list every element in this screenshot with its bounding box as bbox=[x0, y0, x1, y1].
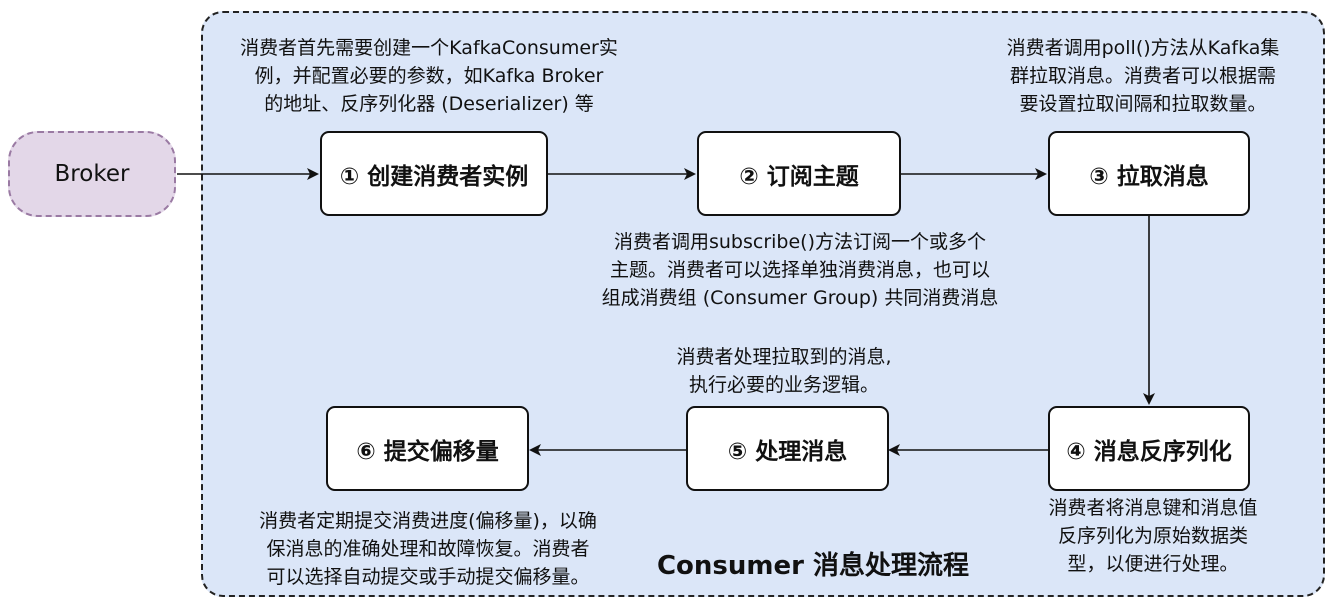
step-process-messages: ⑤ 处理消息 bbox=[686, 406, 889, 491]
note-subscribe-topic: 消费者调用subscribe()方法订阅一个或多个 主题。消费者可以选择单独消费… bbox=[601, 231, 999, 309]
step-subscribe-topic: ② 订阅主题 bbox=[697, 131, 901, 216]
note-create-consumer: 消费者首先需要创建一个KafkaConsumer实 例，并配置必要的参数，如Ka… bbox=[240, 37, 618, 115]
note-commit-offset: 消费者定期提交消费进度(偏移量)，以确 保消息的准确处理和故障恢复。消费者 可以… bbox=[259, 510, 597, 588]
step-create-consumer: ① 创建消费者实例 bbox=[320, 131, 548, 216]
diagram-title: Consumer 消息处理流程 bbox=[656, 551, 970, 581]
step-poll-messages: ③ 拉取消息 bbox=[1048, 131, 1250, 216]
consumer-flow-container bbox=[201, 11, 1325, 597]
step-deserialize: ④ 消息反序列化 bbox=[1048, 406, 1250, 491]
note-deserialize: 消费者将消息键和消息值 反序列化为原始数据类 型，以便进行处理。 bbox=[1048, 497, 1258, 575]
broker-node: Broker bbox=[8, 131, 176, 217]
note-process-messages: 消费者处理拉取到的消息, 执行必要的业务逻辑。 bbox=[676, 346, 892, 396]
step-commit-offset: ⑥ 提交偏移量 bbox=[326, 406, 529, 491]
note-poll-messages: 消费者调用poll()方法从Kafka集 群拉取消息。消费者可以根据需 要设置拉… bbox=[1006, 37, 1280, 115]
